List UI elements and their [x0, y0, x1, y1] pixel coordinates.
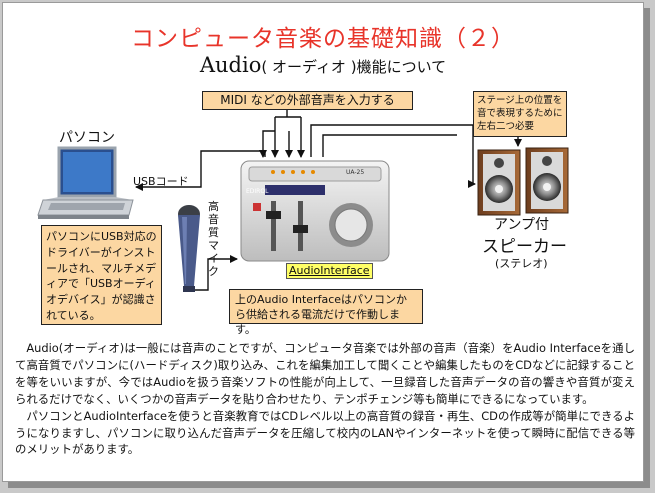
device-model: UA-25 [346, 169, 365, 176]
slide-subtitle: Audio( オーディオ )機能について [3, 53, 643, 77]
slide: コンピュータ音楽の基礎知識（２） Audio( オーディオ )機能について [2, 2, 644, 482]
body-paragraph-1: Audio(オーディオ)は一般には音声のことですが、コンピュータ音楽では外部の音… [15, 341, 635, 406]
microphone-icon [178, 205, 200, 292]
left-speaker-icon [477, 149, 521, 216]
stage-position-box: ステージ上の位置を音で表現するために左右二つ必要 [473, 91, 567, 137]
subtitle-paren: ( オーディオ ) [261, 58, 357, 76]
driver-note-box: パソコンにUSB対応のドライバーがインストールされ、マルチメディアで「USBオー… [41, 225, 162, 325]
slide-title: コンピュータ音楽の基礎知識（２） [131, 26, 515, 52]
laptop-icon [37, 146, 134, 219]
body-text: Audio(オーディオ)は一般には音声のことですが、コンピュータ音楽では外部の音… [15, 340, 635, 458]
subtitle-rest: 機能について [356, 58, 447, 76]
speaker-label-amp: アンプ付 [494, 217, 550, 233]
usb-cable-label: USBコード [133, 175, 189, 188]
speaker-label-speaker: スピーカー [482, 237, 567, 257]
audio-interface-device-icon [240, 160, 390, 262]
mic-label: 高音質マイク [208, 200, 219, 278]
body-paragraph-2: パソコンとAudioInterfaceを使うと音楽教育ではCDレベル以上の高音質… [15, 408, 635, 457]
diagram-drawing [37, 109, 569, 292]
audio-interface-label: AudioInterface [286, 263, 373, 279]
subtitle-audio: Audio [199, 53, 262, 77]
device-brand: EDIROL [246, 188, 269, 195]
pc-label: パソコン [59, 130, 115, 146]
speaker-label-stereo: (ステレオ) [495, 257, 548, 270]
power-note-box: 上のAudio Interfaceはパソコンから供給される電流だけで作動します。 [229, 289, 423, 336]
right-speaker-icon [525, 147, 569, 214]
midi-input-box: MIDI などの外部音声を入力する [202, 91, 413, 110]
